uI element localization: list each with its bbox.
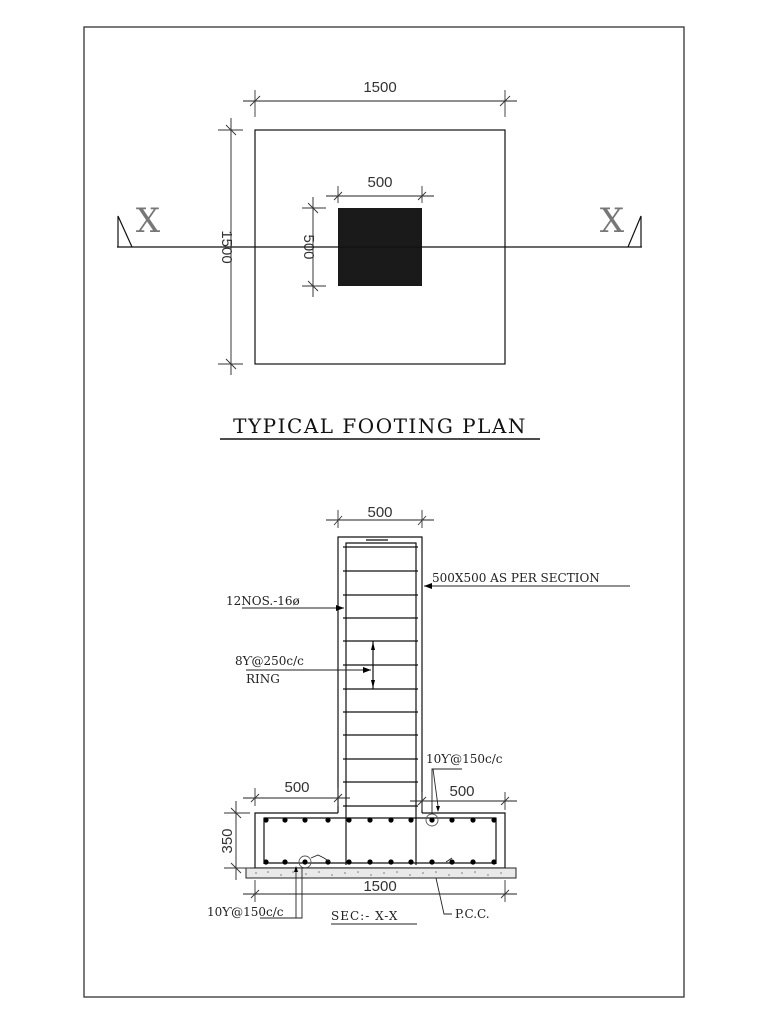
section-mark-left: X bbox=[136, 201, 161, 241]
pcc-note: P.C.C. bbox=[455, 907, 490, 921]
ring-note: 8Ƴ@250c/c bbox=[235, 654, 304, 668]
pcc-layer bbox=[245, 867, 517, 879]
footing-top-bars bbox=[263, 817, 497, 823]
bottom-bar-note: 10Ƴ@150c/c bbox=[207, 905, 284, 919]
section-footing-width-dim: 1500 bbox=[363, 878, 396, 895]
footing-bars bbox=[263, 817, 497, 864]
column-main-bars bbox=[345, 542, 417, 865]
column-ties bbox=[343, 546, 418, 807]
column-size-note: 500X500 AS PER SECTION bbox=[432, 571, 600, 585]
section-arrow-left bbox=[117, 215, 133, 248]
sheet-border bbox=[83, 26, 685, 998]
footing-plan: 1500 1500 500 500 X X TYPICAL FOOT bbox=[117, 79, 642, 440]
left-projection-dim: 500 bbox=[284, 779, 309, 796]
ring-note-line2: RING bbox=[246, 672, 280, 686]
footing-bottom-bars bbox=[263, 859, 497, 865]
section-column-outline bbox=[337, 536, 423, 813]
section-arrow-right bbox=[627, 215, 642, 248]
plan-column-width-dim: 500 bbox=[367, 174, 392, 191]
main-bars-note: 12NOS.-16ø bbox=[226, 594, 300, 608]
right-projection-dim: 500 bbox=[449, 783, 474, 800]
section-column-width-dim: 500 bbox=[367, 504, 392, 521]
section-mark-right: X bbox=[600, 201, 625, 241]
plan-title: TYPICAL FOOTING PLAN bbox=[233, 414, 527, 438]
footing-section: 500 500X500 AS PER SECTION bbox=[207, 504, 630, 925]
plan-footing-width-dim: 1500 bbox=[363, 79, 396, 96]
top-bar-note: 10Ƴ@150c/c bbox=[426, 752, 503, 766]
section-title: SEC:- X-X bbox=[331, 909, 398, 923]
section-footing-outline bbox=[254, 812, 506, 869]
footing-depth-dim: 350 bbox=[219, 828, 236, 853]
